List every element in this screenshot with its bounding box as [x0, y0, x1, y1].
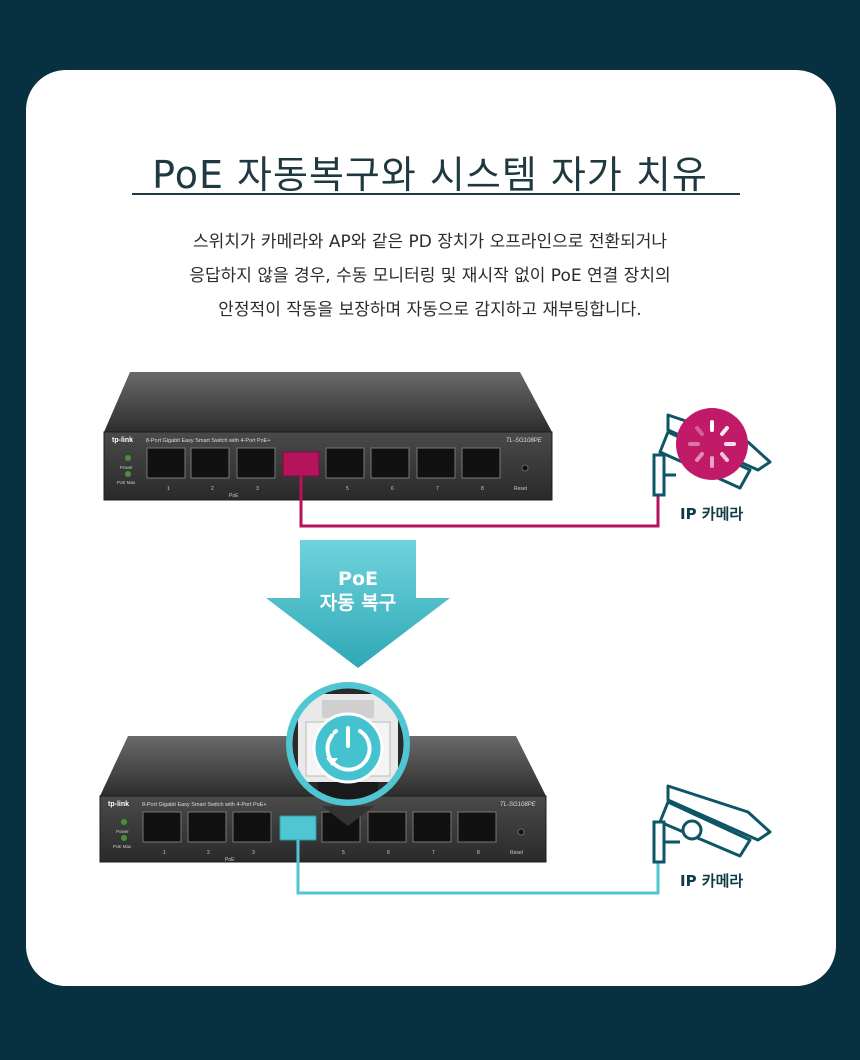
reset-label: Reset [514, 486, 528, 492]
network-switch-top: tp-link 8-Port Gigabit Easy Smart Switch… [103, 372, 553, 501]
ip-camera-label: IP 카메라 [680, 505, 744, 523]
switch-model-desc: 8-Port Gigabit Easy Smart Switch with 4-… [146, 438, 271, 444]
port-number: 8 [481, 486, 484, 492]
port-number: 6 [387, 850, 390, 856]
ip-camera-label: IP 카메라 [680, 872, 744, 890]
port-number: 1 [163, 850, 166, 856]
poe-group-label: PoE [225, 857, 235, 863]
power-restart-icon [312, 712, 384, 784]
switch-brand: tp-link [112, 437, 133, 444]
switch-brand: tp-link [108, 801, 129, 808]
port-number: 1 [167, 486, 170, 492]
power-led [121, 819, 127, 825]
arrow-label-line-2: 자동 복구 [319, 592, 397, 614]
description-line-1: 스위치가 카메라와 AP와 같은 PD 장치가 오프라인으로 전환되거나 [192, 232, 668, 252]
port-number: 3 [256, 486, 259, 492]
security-camera-icon [652, 784, 772, 864]
faulty-poe-port [282, 451, 320, 477]
poe-max-label: PoE Max [113, 844, 132, 849]
poe-max-led [121, 835, 127, 841]
description: 스위치가 카메라와 AP와 같은 PD 장치가 오프라인으로 전환되거나 응답하… [60, 225, 800, 327]
power-led [125, 455, 131, 461]
switch-model: TL-SG108PE [506, 438, 543, 444]
reset-label: Reset [510, 850, 524, 856]
port-number: 6 [391, 486, 394, 492]
power-label: Power [116, 829, 129, 834]
port-number: 7 [432, 850, 435, 856]
port-number: 3 [252, 850, 255, 856]
port-number: 5 [342, 850, 345, 856]
ethernet-ports [146, 447, 501, 479]
poe-group-label: PoE [229, 493, 239, 499]
reset-pinhole [521, 464, 529, 472]
port-number: 7 [436, 486, 439, 492]
port-number: 5 [346, 486, 349, 492]
restored-poe-port [279, 815, 317, 841]
switch-model-desc: 8-Port Gigabit Easy Smart Switch with 4-… [142, 802, 267, 808]
port-number: 2 [207, 850, 210, 856]
port-zoom-callout [286, 682, 410, 826]
port-number: 2 [211, 486, 214, 492]
loading-spinner-icon [676, 408, 748, 480]
ethernet-ports [142, 811, 497, 843]
arrow-label-line-1: PoE [338, 568, 378, 590]
page-title: PoE 자동복구와 시스템 자가 치유 [152, 153, 708, 197]
title-underline [132, 193, 740, 195]
description-line-3: 안정적이 작동을 보장하며 자동으로 감지하고 재부팅합니다. [218, 300, 642, 320]
network-switch-bottom: tp-link 8-Port Gigabit Easy Smart Switch… [99, 736, 547, 863]
description-line-2: 응답하지 않을 경우, 수동 모니터링 및 재시작 없이 PoE 연결 장치의 [189, 266, 671, 286]
recovery-arrow [266, 540, 450, 668]
port-number: 8 [477, 850, 480, 856]
poe-max-led [125, 471, 131, 477]
power-label: Power [120, 465, 133, 470]
switch-model: TL-SG108PE [500, 802, 537, 808]
poe-max-label: PoE Max [117, 480, 136, 485]
reset-pinhole [517, 828, 525, 836]
